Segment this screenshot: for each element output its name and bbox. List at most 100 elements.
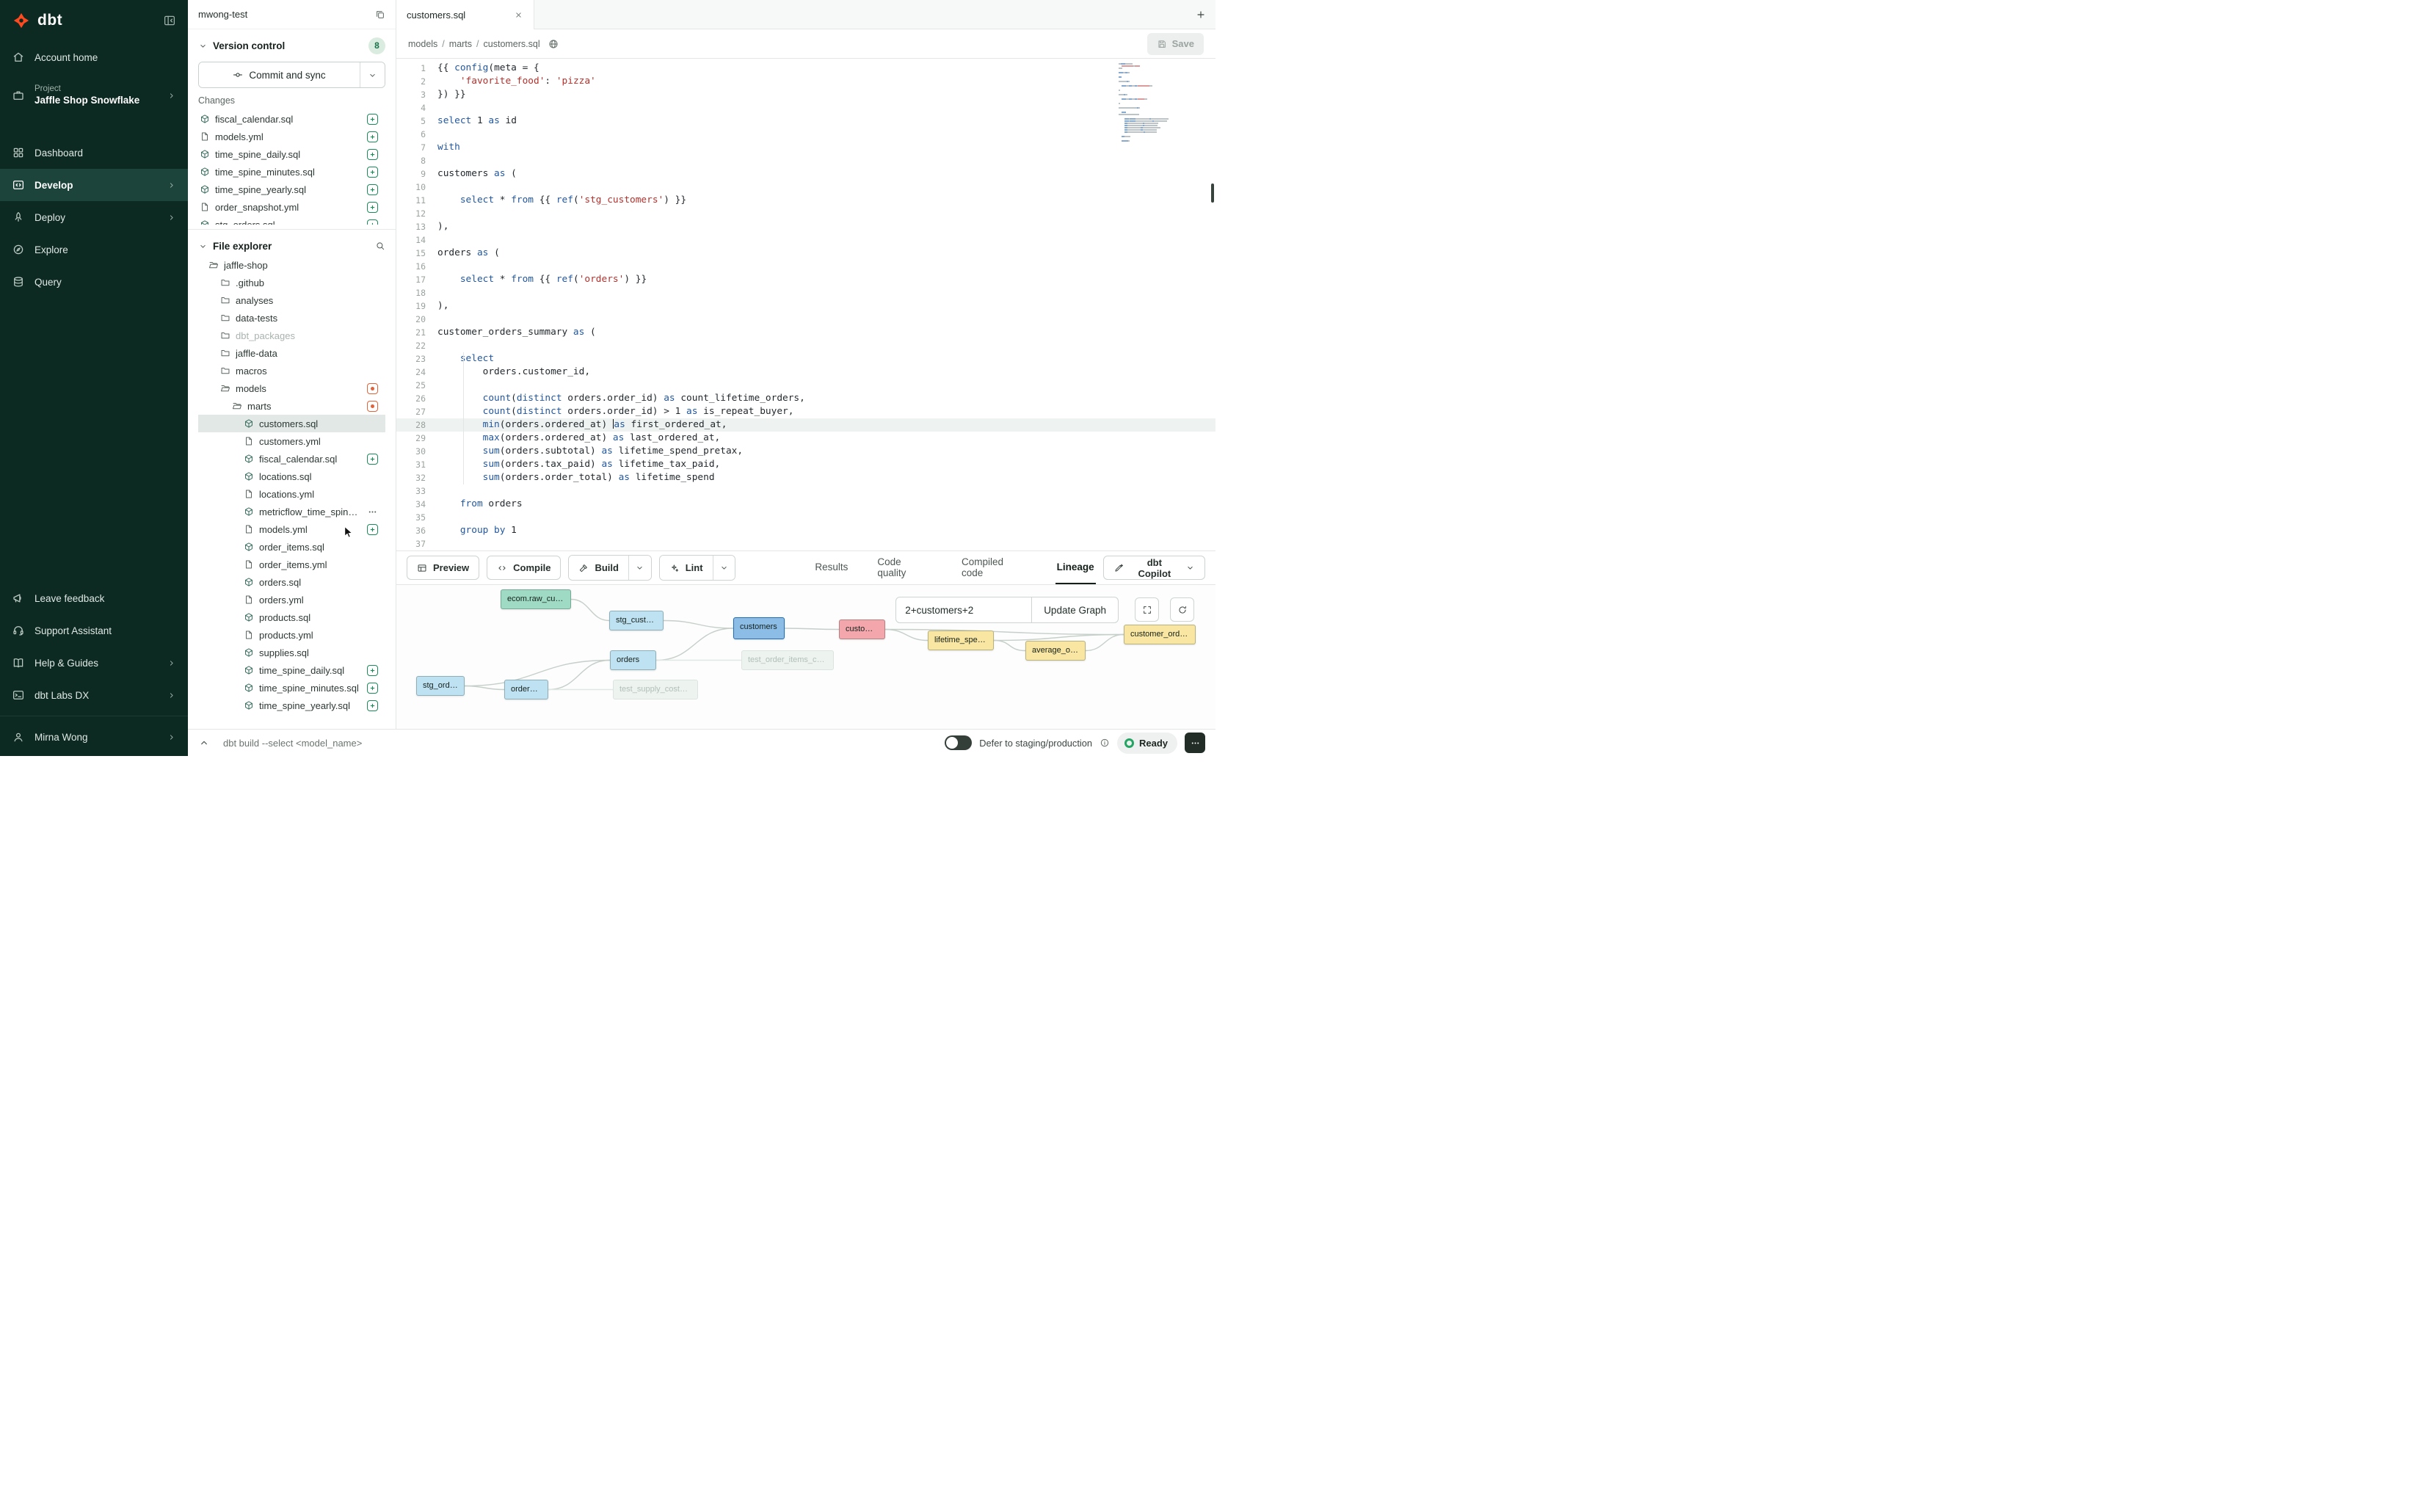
code-line-27[interactable]: 27 count(distinct orders.order_id) > 1 a… xyxy=(415,406,794,417)
nav-item-query[interactable]: Query xyxy=(0,266,188,298)
code-line-8[interactable]: 8 xyxy=(421,156,426,166)
change-row-time_spine_yearly.sql[interactable]: time_spine_yearly.sql xyxy=(198,181,385,198)
change-row-stg_orders.sql[interactable]: stg_orders.sql xyxy=(198,216,385,225)
editor-scrollbar[interactable] xyxy=(1211,183,1214,203)
tree-item-jaffle-data[interactable]: jaffle-data xyxy=(198,344,385,362)
tree-item-supplies.sql[interactable]: supplies.sql xyxy=(198,644,385,661)
code-line-33[interactable]: 33 xyxy=(415,486,426,496)
lineage-node-average_order[interactable]: average_ord… xyxy=(1025,641,1086,661)
tree-item-metricflow_time_spine.sql[interactable]: metricflow_time_spine.sql xyxy=(198,503,385,520)
tree-item-models.yml[interactable]: models.yml xyxy=(198,520,385,538)
tree-item-locations.yml[interactable]: locations.yml xyxy=(198,485,385,503)
tree-item-customers.yml[interactable]: customers.yml xyxy=(198,432,385,450)
code-line-4[interactable]: 4 xyxy=(421,103,426,113)
lineage-selector-input[interactable] xyxy=(895,597,1033,623)
build-options-button[interactable] xyxy=(628,556,651,580)
tree-item-locations.sql[interactable]: locations.sql xyxy=(198,468,385,485)
lineage-node-stg_customers[interactable]: stg_custo… xyxy=(609,611,664,630)
lineage-node-ecom_raw[interactable]: ecom.raw_cu… xyxy=(501,589,571,609)
code-line-10[interactable]: 10 xyxy=(415,182,426,192)
tree-item-orders.sql[interactable]: orders.sql xyxy=(198,573,385,591)
code-line-6[interactable]: 6 xyxy=(421,129,426,139)
commit-options-button[interactable] xyxy=(360,62,385,87)
code-line-25[interactable]: 25 xyxy=(415,380,426,390)
save-button[interactable]: Save xyxy=(1147,32,1204,55)
new-tab-icon[interactable] xyxy=(1186,0,1216,29)
stage-add-badge[interactable] xyxy=(367,113,378,125)
tree-item-time_spine_minutes.sql[interactable]: time_spine_minutes.sql xyxy=(198,679,385,697)
lineage-node-test_supply[interactable]: test_supply_costs_s… xyxy=(613,680,698,699)
stage-add-badge[interactable] xyxy=(367,166,378,178)
code-line-12[interactable]: 12 xyxy=(415,208,426,219)
tree-item-.github[interactable]: .github xyxy=(198,274,385,291)
nav-item-account-home[interactable]: Account home xyxy=(0,41,188,73)
change-row-models.yml[interactable]: models.yml xyxy=(198,128,385,145)
nav-item-leave-feedback[interactable]: Leave feedback xyxy=(0,582,188,614)
nav-item-develop[interactable]: Develop xyxy=(0,169,188,201)
code-line-22[interactable]: 22 xyxy=(415,341,426,351)
nav-item-deploy[interactable]: Deploy xyxy=(0,201,188,233)
nav-item-explore[interactable]: Explore xyxy=(0,233,188,266)
code-line-2[interactable]: 2 'favorite_food': 'pizza' xyxy=(421,76,596,87)
status-badge[interactable]: Ready xyxy=(1116,732,1177,754)
tree-item-time_spine_yearly.sql[interactable]: time_spine_yearly.sql xyxy=(198,697,385,714)
tree-item-jaffle-shop[interactable]: jaffle-shop xyxy=(198,256,385,274)
code-line-20[interactable]: 20 xyxy=(415,314,426,324)
defer-toggle[interactable] xyxy=(945,735,973,750)
nav-item-support-assistant[interactable]: Support Assistant xyxy=(0,614,188,647)
stage-add-badge[interactable] xyxy=(367,201,378,213)
tree-item-products.sql[interactable]: products.sql xyxy=(198,608,385,626)
lineage-node-stg_orders[interactable]: stg_orders xyxy=(416,676,465,696)
code-line-23[interactable]: 23 select xyxy=(415,353,495,364)
code-line-36[interactable]: 36 group by 1 xyxy=(415,525,517,536)
code-line-13[interactable]: 13), xyxy=(415,221,449,232)
copy-branch-icon[interactable] xyxy=(375,10,385,20)
lineage-node-lifetime_spend[interactable]: lifetime_spen… xyxy=(928,630,994,650)
change-row-time_spine_minutes.sql[interactable]: time_spine_minutes.sql xyxy=(198,163,385,181)
code-line-1[interactable]: 1{{ config(meta = { xyxy=(421,62,539,73)
nav-item-user[interactable]: Mirna Wong xyxy=(0,721,188,753)
change-row-fiscal_calendar.sql[interactable]: fiscal_calendar.sql xyxy=(198,110,385,128)
code-line-18[interactable]: 18 xyxy=(415,288,426,298)
code-line-17[interactable]: 17 select * from {{ ref('orders') }} xyxy=(415,274,647,285)
search-icon[interactable] xyxy=(375,241,385,251)
file-explorer-header[interactable]: File explorer xyxy=(198,236,385,256)
tree-item-products.yml[interactable]: products.yml xyxy=(198,626,385,644)
lint-button[interactable]: Lint xyxy=(659,556,713,580)
tab-customers-sql[interactable]: customers.sql xyxy=(396,0,534,29)
stage-add-badge[interactable] xyxy=(367,148,378,160)
change-row-time_spine_daily.sql[interactable]: time_spine_daily.sql xyxy=(198,145,385,163)
code-line-34[interactable]: 34 from orders xyxy=(415,498,523,509)
minimap[interactable] xyxy=(1119,63,1183,145)
code-line-30[interactable]: 30 sum(orders.subtotal) as lifetime_spen… xyxy=(415,446,744,457)
command-hint[interactable]: dbt build --select <model_name> xyxy=(223,737,363,749)
dbt-copilot-button[interactable]: dbt Copilot xyxy=(1102,556,1206,580)
lineage-node-orders[interactable]: orders xyxy=(610,650,656,670)
tree-item-data-tests[interactable]: data-tests xyxy=(198,309,385,327)
code-line-14[interactable]: 14 xyxy=(415,235,426,245)
code-line-37[interactable]: 37 xyxy=(415,539,426,549)
tree-item-models[interactable]: models xyxy=(198,379,385,397)
results-tab-results[interactable]: Results xyxy=(815,561,849,573)
code-line-31[interactable]: 31 sum(orders.tax_paid) as lifetime_tax_… xyxy=(415,459,721,470)
code-line-3[interactable]: 3}) }} xyxy=(421,89,466,100)
code-line-28[interactable]: 28 min(orders.ordered_at) as first_order… xyxy=(396,418,1216,432)
version-control-header[interactable]: Version control 8 xyxy=(198,35,385,56)
tree-item-order_items.sql[interactable]: order_items.sql xyxy=(198,538,385,556)
stage-add-badge[interactable] xyxy=(367,219,378,225)
info-icon[interactable] xyxy=(1100,738,1110,748)
results-tab-compiled-code[interactable]: Compiled code xyxy=(962,556,1004,578)
close-tab-icon[interactable] xyxy=(514,10,523,20)
tree-item-fiscal_calendar.sql[interactable]: fiscal_calendar.sql xyxy=(198,450,385,468)
chevron-down-icon[interactable] xyxy=(198,241,208,251)
commit-and-sync-button[interactable]: Commit and sync xyxy=(199,62,360,87)
compile-button[interactable]: Compile xyxy=(487,556,562,580)
preview-button[interactable]: Preview xyxy=(407,556,480,580)
code-line-26[interactable]: 26 count(distinct orders.order_id) as co… xyxy=(415,393,805,404)
code-line-24[interactable]: 24 orders.customer_id, xyxy=(415,366,591,377)
